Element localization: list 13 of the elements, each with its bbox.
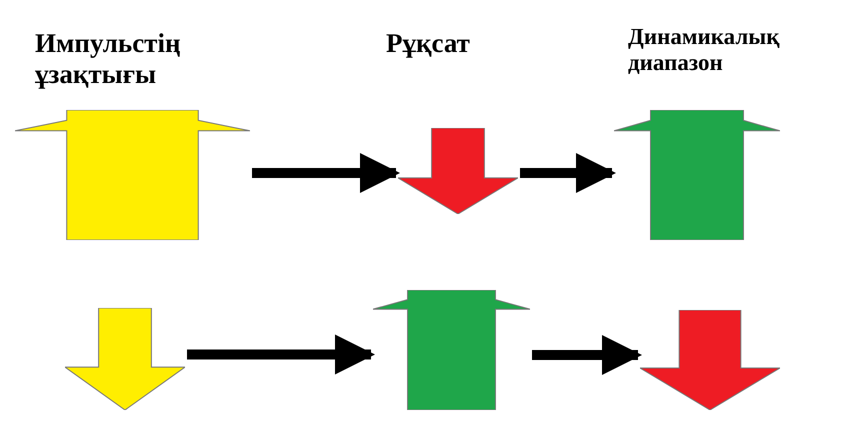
column-heading: Рұқсат (386, 28, 471, 60)
up-arrow-shape (15, 110, 250, 240)
up-arrow-shape (373, 290, 530, 410)
arrow (187, 334, 375, 374)
arrow (532, 335, 642, 375)
down-arrow-shape (398, 128, 518, 214)
arrow (520, 153, 616, 193)
arrow (252, 153, 400, 193)
column-heading: Динамикалық диапазон (628, 24, 780, 77)
down-arrow-shape (640, 310, 780, 410)
column-heading: Импульстің ұзақтығы (35, 28, 182, 90)
up-arrow-shape (614, 110, 780, 240)
down-arrow-shape (65, 308, 185, 410)
